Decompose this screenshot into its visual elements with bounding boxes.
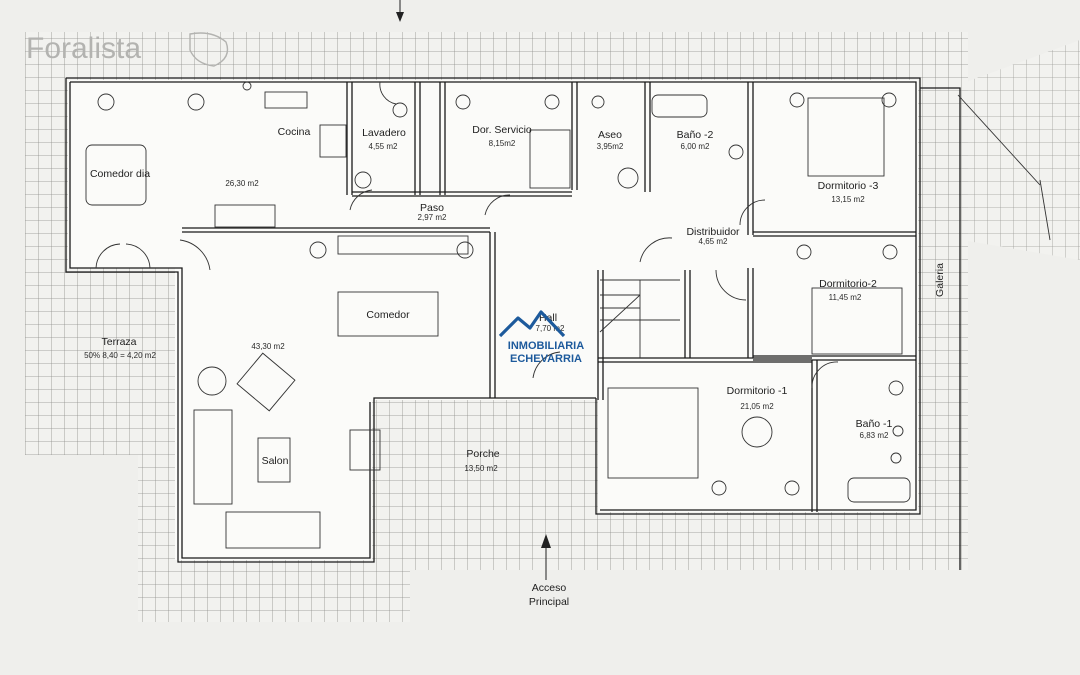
room-area-dormitorio1: 21,05 m2 (740, 402, 774, 411)
room-area-distribuidor: 4,65 m2 (699, 237, 728, 246)
room-area-porche: 13,50 m2 (464, 464, 498, 473)
interior-floor (68, 80, 918, 560)
room-name-comedor: Comedor (366, 309, 410, 321)
room-name-cocina: Cocina (278, 126, 311, 138)
room-name-dormitorio2: Dormitorio-2 (819, 278, 877, 290)
room-name-aseo: Aseo (598, 129, 622, 141)
oak-leaf-icon (189, 32, 229, 67)
agency-logo: INMOBILIARIA ECHEVARRIA (498, 310, 584, 365)
room-area-paso: 2,97 m2 (418, 213, 447, 222)
furniture (85, 81, 911, 549)
room-name-comedor-dia: Comedor dia (90, 168, 150, 180)
room-area-terraza: 50% 8,40 = 4,20 m2 (84, 351, 156, 360)
room-name-distribuidor: Distribuidor (686, 226, 740, 238)
entrance-label-line2: Principal (529, 596, 569, 608)
room-area-salon: 43,30 m2 (251, 342, 285, 351)
room-name-galeria: Galeria (934, 263, 946, 297)
house-roof-icon (498, 310, 566, 338)
room-area-dor-servicio: 8,15m2 (489, 139, 516, 148)
room-area-bano1: 6,83 m2 (860, 431, 889, 440)
entrance-arrow-icon (541, 534, 551, 580)
room-name-bano1: Baño -1 (856, 418, 893, 430)
top-arrow-icon (396, 0, 404, 22)
brand-line2: ECHEVARRIA (510, 353, 582, 365)
room-area-dormitorio2: 11,45 m2 (829, 293, 862, 302)
room-name-terraza: Terraza (101, 336, 136, 348)
walls (65, 77, 1051, 570)
brand-line1: INMOBILIARIA (508, 340, 584, 352)
room-name-dormitorio1: Dormitorio -1 (727, 385, 788, 397)
room-name-salon: Salon (262, 455, 289, 467)
room-area-hall: 7,70 m2 (536, 324, 565, 333)
entrance-label-line1: Acceso (532, 582, 567, 594)
room-name-dormitorio3: Dormitorio -3 (818, 180, 879, 192)
room-name-paso: Paso (420, 202, 444, 214)
room-name-porche: Porche (466, 448, 499, 460)
room-name-bano2: Baño -2 (677, 129, 714, 141)
room-area-comedor-dia: 26,30 m2 (225, 179, 259, 188)
room-area-bano2: 6,00 m2 (681, 142, 710, 151)
room-area-lavadero: 4,55 m2 (369, 142, 398, 151)
room-name-lavadero: Lavadero (362, 127, 406, 139)
room-area-dormitorio3: 13,15 m2 (831, 195, 865, 204)
watermark-text: Foralista (26, 32, 141, 65)
porch-floor (372, 400, 598, 510)
room-name-dor-servicio: Dor. Servicio (472, 124, 532, 136)
room-area-aseo: 3,95m2 (597, 142, 624, 151)
